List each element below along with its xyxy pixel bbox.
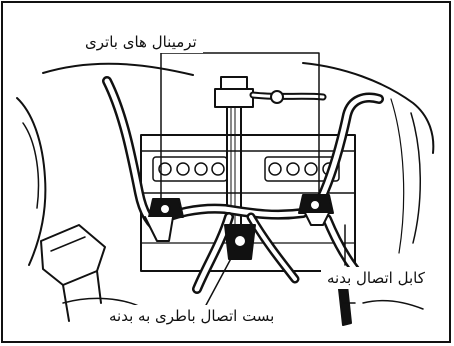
battery-to-body-strap-label: بست اتصال باطری به بدنه [103, 305, 280, 327]
lower-right-bracket [339, 285, 355, 325]
battery-terminals-label: ترمینال های باتری [79, 31, 203, 53]
top-ground-cable [253, 91, 323, 103]
strap-bolt [225, 225, 255, 259]
left-connector-block [41, 225, 105, 321]
battery-engine-bay-illustration [3, 3, 451, 343]
diagram-frame: ترمینال های باتری کابل اتصال بدنه بست ات… [1, 1, 451, 343]
body-ground-cable-label: کابل اتصال بدنه [321, 267, 431, 289]
